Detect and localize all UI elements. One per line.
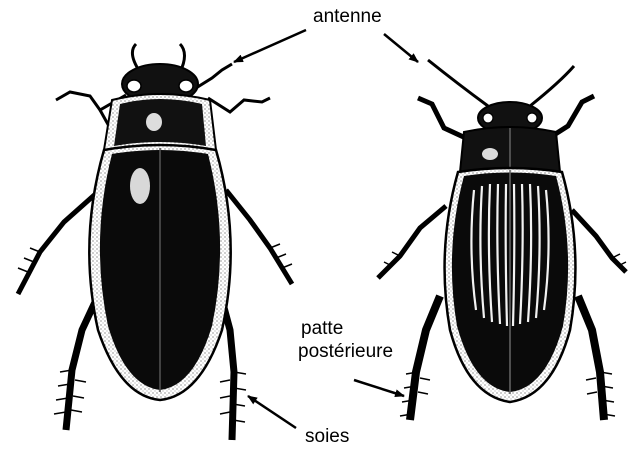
hind-leg-label-line2: postérieure (298, 341, 393, 363)
right-beetle-hind-leg-right (578, 296, 604, 420)
setae-arrow (248, 396, 296, 428)
hind-leg-arrow (354, 380, 404, 396)
right-beetle-antenna-left (428, 60, 488, 106)
right-beetle-middle-leg-right (572, 210, 626, 272)
right-beetle-middle-leg-left (378, 206, 446, 278)
right-beetle-antenna-right (530, 66, 574, 106)
right-beetle-front-leg-left (418, 98, 470, 140)
antennae-arrow-right (384, 34, 418, 62)
setae-label: soies (305, 426, 349, 448)
left-beetle-hind-leg-left (66, 300, 96, 430)
left-beetle-middle-leg-right (226, 190, 292, 284)
left-beetle-front-leg-right (196, 64, 232, 88)
hind-leg-label-line1: patte (301, 318, 343, 340)
left-beetle-middle-leg-left (18, 190, 100, 294)
left-beetle (18, 44, 292, 440)
antennae-arrow-left (234, 30, 306, 62)
right-beetle (378, 60, 626, 420)
right-beetle-hind-leg-left (410, 296, 440, 420)
antennae-label: antenne (313, 6, 382, 28)
